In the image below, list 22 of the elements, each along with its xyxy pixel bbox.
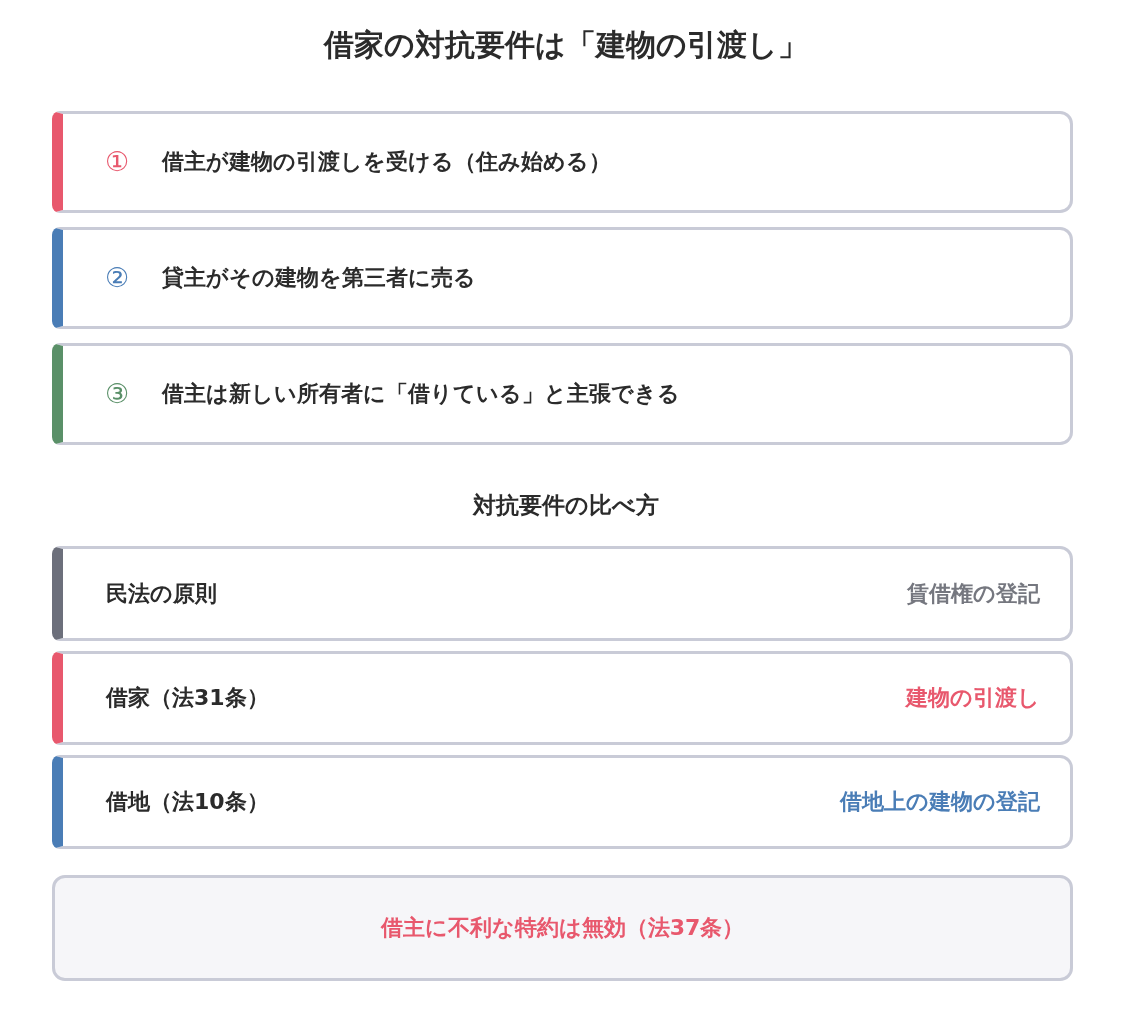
step-text: 借主が建物の引渡しを受ける（住み始める）: [162, 148, 611, 176]
row-heading: 民法の原則: [106, 579, 217, 608]
diagram-title: 借家の対抗要件は「建物の引渡し」: [322, 26, 809, 64]
step-number: ①: [105, 145, 130, 179]
step-card: [52, 111, 1073, 213]
step-card: [52, 227, 1073, 329]
requirement-text: 賃借権の登記: [907, 579, 1040, 608]
step-number: ②: [105, 261, 130, 295]
note-text: 借主に不利な特約は無効（法37条）: [380, 915, 745, 940]
row-heading: 借地（法10条）: [106, 788, 269, 816]
comparison-row: [52, 651, 1073, 745]
step-card: [52, 343, 1073, 445]
comparison-row: [52, 755, 1073, 849]
step-number: ③: [105, 377, 130, 411]
step-text: 借主は新しい所有者に「借りている」と主張できる: [162, 380, 680, 408]
row-heading: 借家（法31条）: [106, 684, 269, 712]
step-text: 貸主がその建物を第三者に売る: [162, 264, 476, 292]
comparison-row: [52, 546, 1073, 641]
section-heading: 対抗要件の比べ方: [471, 491, 660, 520]
note-box: [52, 875, 1073, 981]
requirement-text: 借地上の建物の登記: [840, 788, 1040, 816]
requirement-text: 建物の引渡し: [906, 684, 1040, 712]
